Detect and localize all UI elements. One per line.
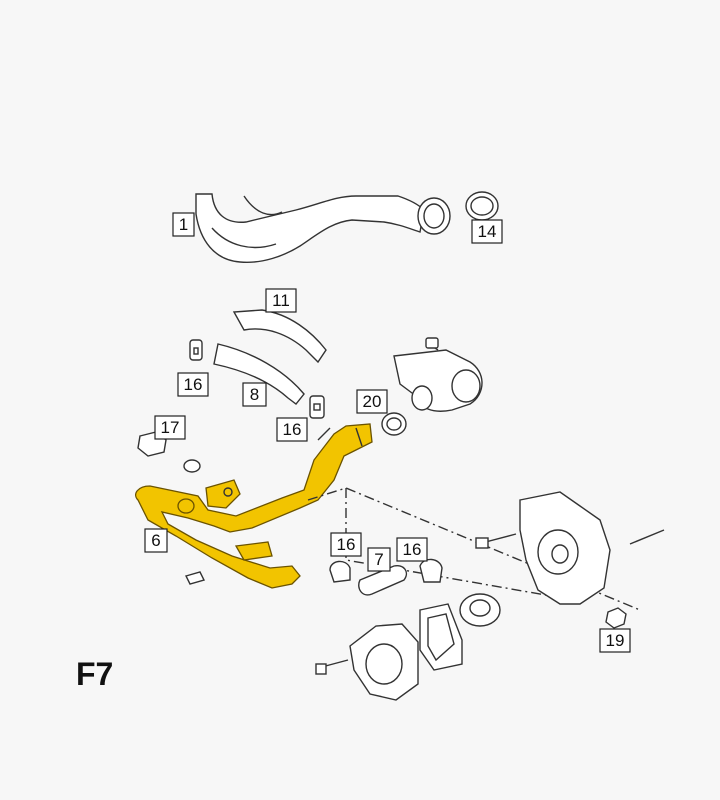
callout-16: 16 <box>177 372 209 397</box>
bolt-lower-left <box>184 571 206 585</box>
svg-text:14: 14 <box>478 222 497 241</box>
callout-19: 19 <box>599 628 631 653</box>
thermostat-housing-lower <box>315 623 419 701</box>
svg-text:17: 17 <box>161 418 180 437</box>
gasket <box>419 603 463 671</box>
assembly-leader-lines <box>307 487 641 611</box>
callout-16: 16 <box>330 532 362 557</box>
part-8-hose <box>213 343 305 405</box>
figure-label: F7 <box>76 656 114 692</box>
part-7-hose <box>358 565 408 596</box>
part-1-coolant-pipe <box>195 193 451 264</box>
svg-text:16: 16 <box>283 420 302 439</box>
part-11-hose <box>232 309 327 364</box>
clamp-16-middle <box>309 395 325 419</box>
svg-text:11: 11 <box>272 291 290 310</box>
svg-text:8: 8 <box>250 385 259 404</box>
callout-16: 16 <box>276 417 308 442</box>
callout-7: 7 <box>367 547 391 572</box>
svg-text:19: 19 <box>606 631 625 650</box>
svg-text:20: 20 <box>363 392 382 411</box>
callout-16: 16 <box>396 537 428 562</box>
callout-8: 8 <box>242 382 267 407</box>
thermostat-housing-upper <box>393 337 483 412</box>
svg-text:7: 7 <box>374 550 383 569</box>
svg-text:6: 6 <box>151 531 160 550</box>
callout-6: 6 <box>144 528 168 553</box>
clamp-16-upper-left <box>189 339 203 361</box>
svg-text:16: 16 <box>403 540 422 559</box>
callout-1: 1 <box>172 212 195 237</box>
thermostat <box>459 593 501 627</box>
part-20-seal <box>381 412 407 436</box>
clamp-16-lower-left <box>329 560 351 583</box>
callout-14: 14 <box>471 219 503 244</box>
callout-11: 11 <box>265 288 297 313</box>
water-pump-housing <box>475 491 665 605</box>
callout-20: 20 <box>356 389 388 414</box>
callout-17: 17 <box>154 415 186 440</box>
part-19-nut <box>605 607 627 629</box>
part-6-coolant-pipe-highlighted <box>135 423 373 589</box>
svg-text:16: 16 <box>184 375 203 394</box>
part-14-o-ring <box>465 191 499 221</box>
clamp-16-lower-right <box>419 558 443 583</box>
svg-text:16: 16 <box>337 535 356 554</box>
svg-text:1: 1 <box>179 215 188 234</box>
